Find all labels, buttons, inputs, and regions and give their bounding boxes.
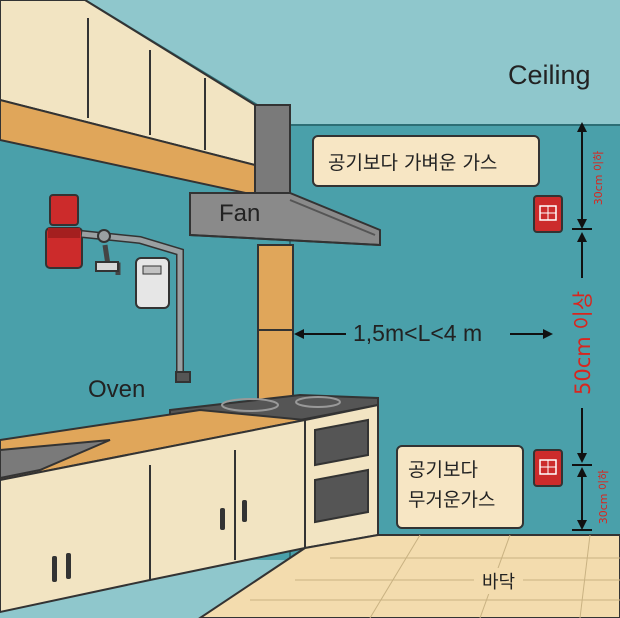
middle-gap-label: 50cm 이상: [567, 286, 597, 400]
sink: [0, 439, 111, 480]
heavy-gas-label-line1: 공기보다: [408, 459, 478, 481]
floor: [198, 534, 620, 618]
distance-label: 1,5m<L<4 m: [350, 320, 486, 347]
top-gap-label: 30cm 이하: [592, 150, 605, 206]
fan-label: Fan: [219, 200, 261, 227]
gas-valve-icon: [81, 229, 184, 378]
ceiling-label: Ceiling: [508, 60, 591, 90]
bottom-gap-label: 30cm 이하: [597, 469, 610, 525]
light-gas-label: 공기보다 가벼운 가스: [328, 152, 498, 174]
gas-detector-icon: [533, 195, 563, 233]
range-hood-icon: [189, 104, 381, 247]
gas-meter-icon: [135, 257, 191, 383]
kitchen-counter: [0, 408, 306, 614]
dimension-arrows: [294, 122, 592, 531]
pillar: [257, 244, 294, 406]
heavy-gas-label-box: 공기보다 무거운가스: [396, 445, 524, 529]
light-gas-label-box: 공기보다 가벼운 가스: [312, 135, 540, 187]
gas-detector-icon: [45, 194, 83, 269]
oven-label: Oven: [88, 376, 146, 403]
heavy-gas-label-line2: 무거운가스: [408, 489, 496, 511]
floor-label: 바닥: [474, 568, 524, 594]
gas-detector-icon: [533, 449, 563, 487]
oven-body: [304, 403, 379, 550]
